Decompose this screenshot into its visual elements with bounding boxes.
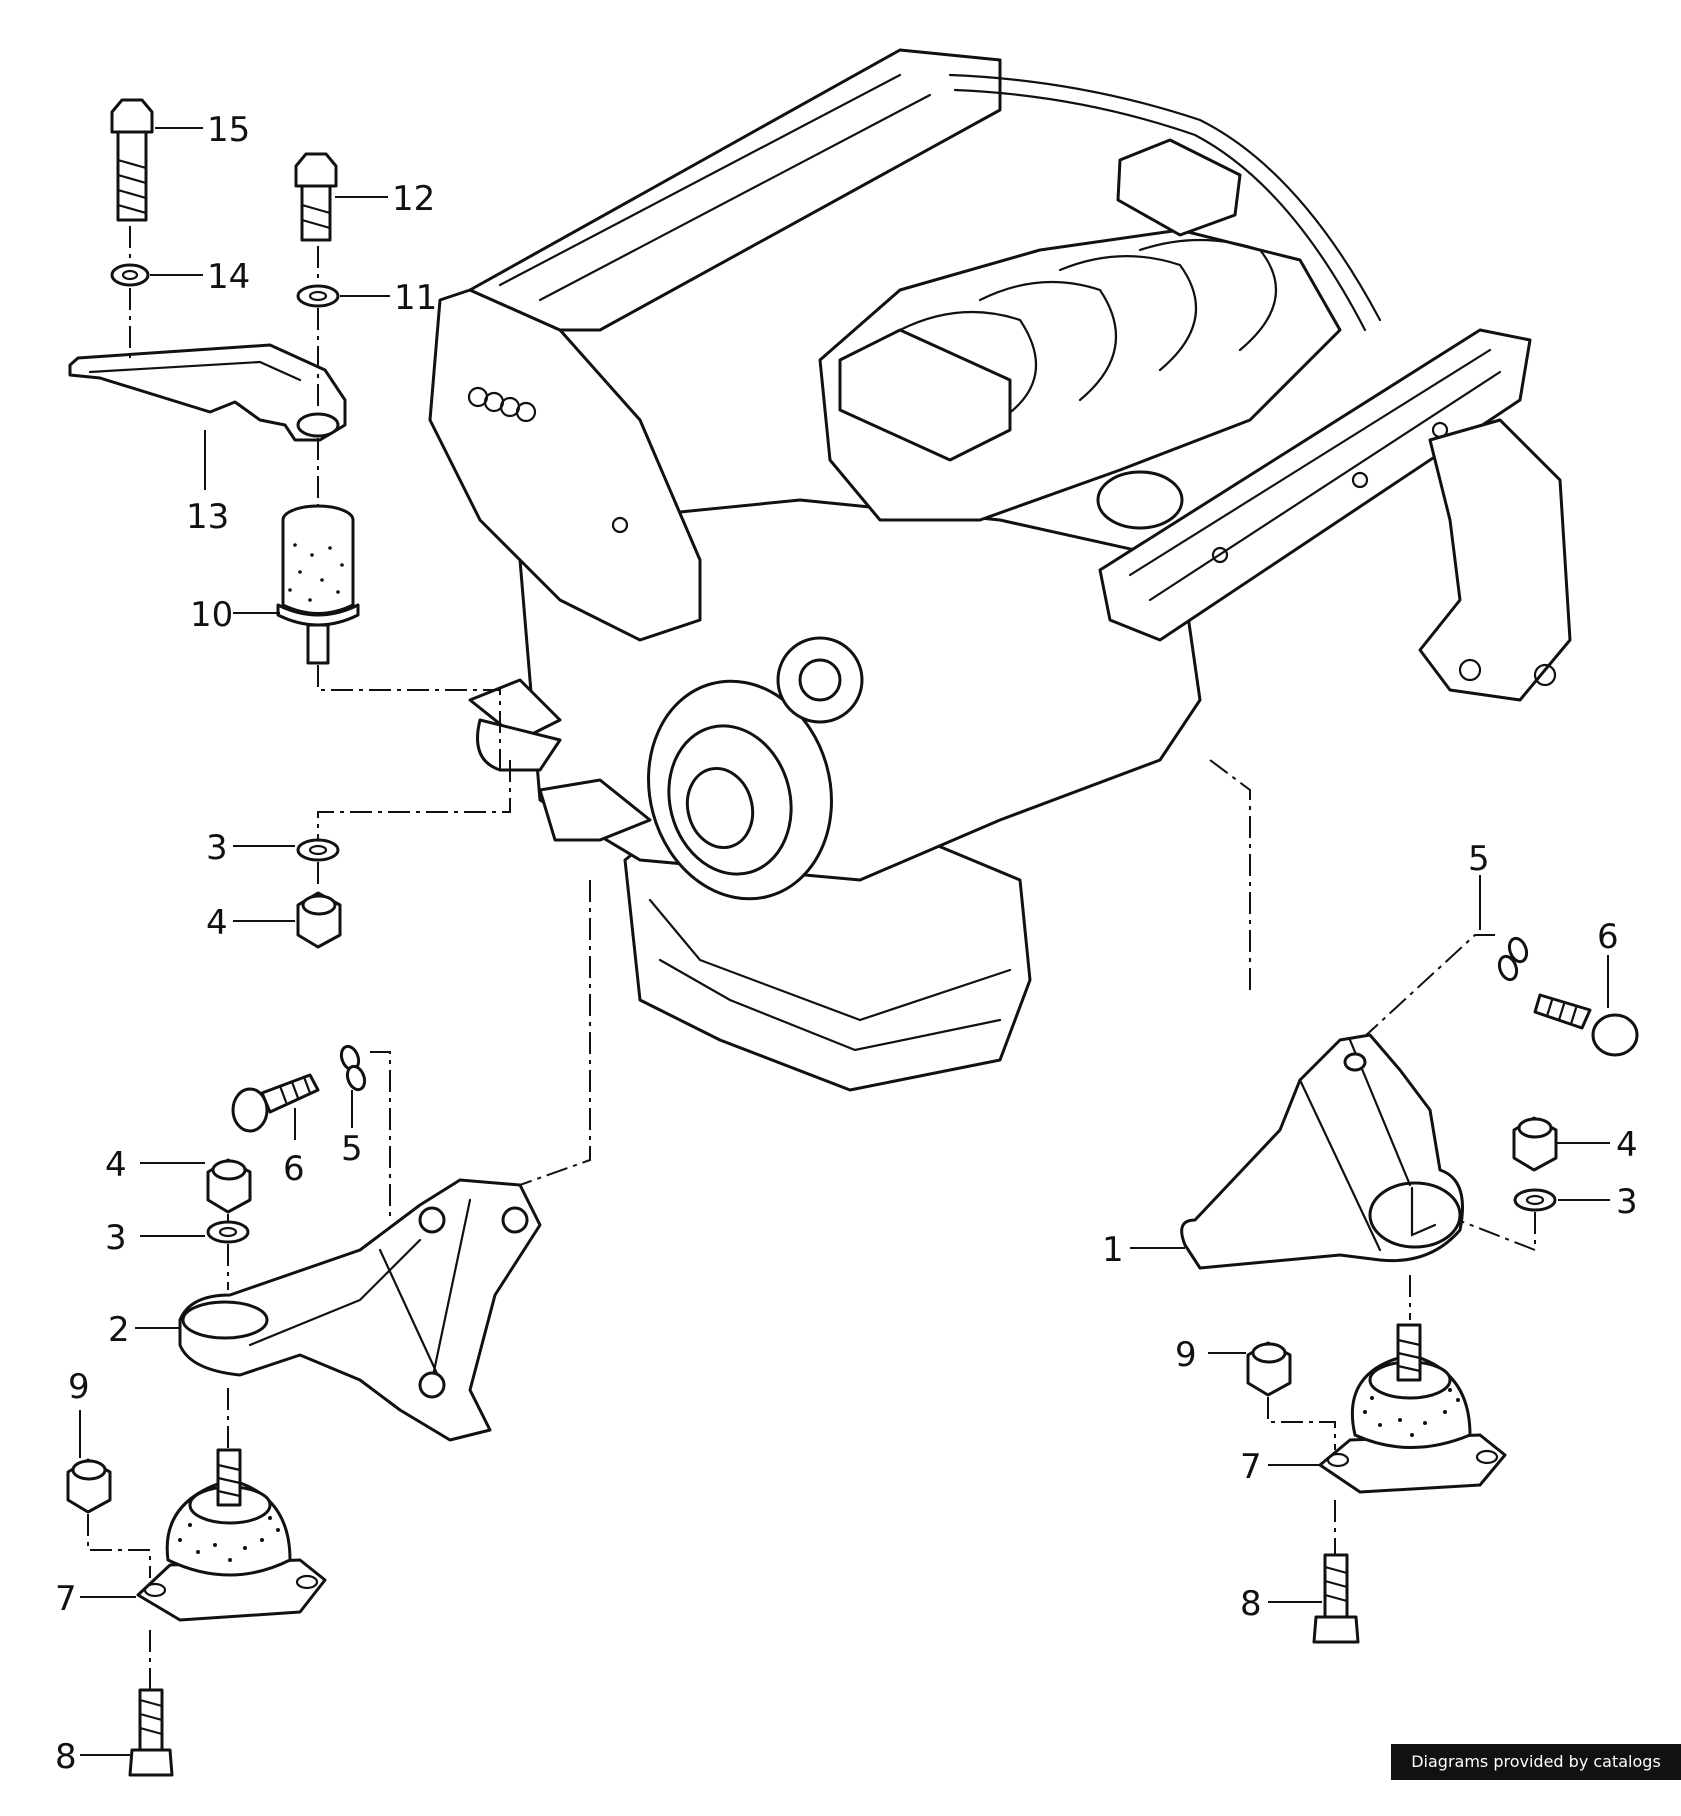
washer-5-left [339,1044,367,1092]
nut-4-mid [206,1158,252,1214]
callout-5-right: 5 [1468,839,1490,879]
washer-5-right [1497,936,1529,982]
washer-14 [110,263,150,287]
callout-10: 10 [190,595,233,635]
callout-15: 15 [207,110,250,150]
bolt-6-right [1533,993,1639,1057]
callout-13: 13 [186,497,229,537]
callout-14: 14 [207,257,250,297]
nut-9-right [1246,1341,1292,1397]
callout-3-right: 3 [1616,1182,1638,1222]
callout-8-left: 8 [55,1737,77,1777]
callout-5-mid: 5 [341,1129,363,1169]
crank-pulley [647,679,833,901]
callout-1: 1 [1102,1230,1124,1270]
engine-mount-7-right [1318,1323,1507,1494]
damper-10 [276,504,360,665]
washer-3-left [296,838,340,862]
nut-9-left [66,1458,112,1514]
callout-12: 12 [392,179,435,219]
nut-4-left [296,891,342,949]
callout-labels: 15 12 14 11 13 10 3 4 5 6 4 3 1 9 7 8 4 … [55,110,1638,1777]
callout-9-left: 9 [68,1367,90,1407]
callout-4-left: 4 [206,903,228,943]
washer-3-right [1513,1188,1557,1212]
audi-rings-logo [467,386,537,423]
callout-8-right: 8 [1240,1584,1262,1624]
nut-4-right [1512,1116,1558,1172]
bolt-8-left [128,1688,174,1777]
callout-4-mid: 4 [105,1145,127,1185]
engine-assembly [428,48,1572,1092]
callout-7-left: 7 [55,1579,77,1619]
engine-bracket-1 [1180,1033,1464,1270]
credit-banner: Diagrams provided by catalogs parts [1391,1744,1681,1807]
callout-7-right: 7 [1240,1447,1262,1487]
bolt-6-left [231,1073,320,1133]
washer-3-mid [206,1220,250,1244]
callout-3-mid: 3 [105,1218,127,1258]
engine-bracket-2 [178,1178,542,1442]
engine-mount-7-left [136,1448,327,1622]
callout-11: 11 [394,278,437,318]
bracket-13 [68,343,347,442]
callout-4-right: 4 [1616,1125,1638,1165]
callout-6-right: 6 [1597,917,1619,957]
bolt-12 [294,152,338,242]
callout-6-mid: 6 [283,1149,305,1189]
callout-3-left: 3 [206,828,228,868]
leader-lines [79,127,1610,1756]
washer-11 [296,284,340,308]
callout-9-right: 9 [1175,1335,1197,1375]
callout-2: 2 [108,1310,130,1350]
bolt-8-right [1312,1553,1360,1644]
bolt-15 [110,98,154,222]
